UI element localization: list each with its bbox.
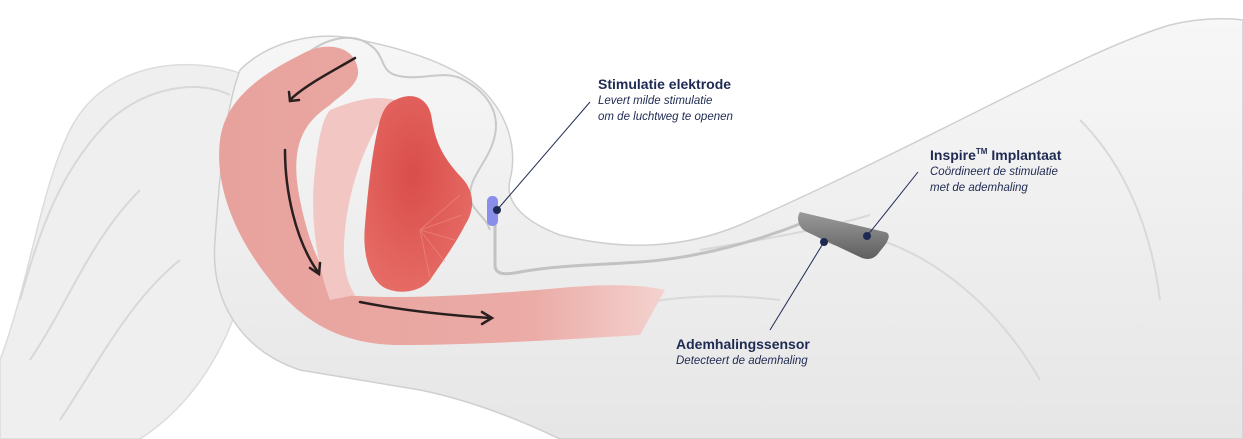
- trademark-sup: TM: [976, 147, 988, 156]
- callout-title: Stimulatie elektrode: [598, 76, 733, 93]
- callout-title: Ademhalingssensor: [676, 336, 810, 353]
- callout-desc-line2: met de ademhaling: [930, 180, 1061, 196]
- callout-inspire-implant: InspireTM Implantaat Coördineert de stim…: [930, 143, 1061, 196]
- callout-stimulation-electrode: Stimulatie elektrode Levert milde stimul…: [598, 76, 733, 125]
- callout-title: InspireTM Implantaat: [930, 143, 1061, 164]
- title-main: Inspire: [930, 147, 976, 163]
- callout-desc-line1: Detecteert de ademhaling: [676, 353, 810, 369]
- callout-desc-line1: Coördineert de stimulatie: [930, 164, 1061, 180]
- callout-breathing-sensor: Ademhalingssensor Detecteert de ademhali…: [676, 336, 810, 369]
- callout-desc-line2: om de luchtweg te openen: [598, 109, 733, 125]
- title-rest: Implantaat: [987, 147, 1061, 163]
- callout-desc-line1: Levert milde stimulatie: [598, 93, 733, 109]
